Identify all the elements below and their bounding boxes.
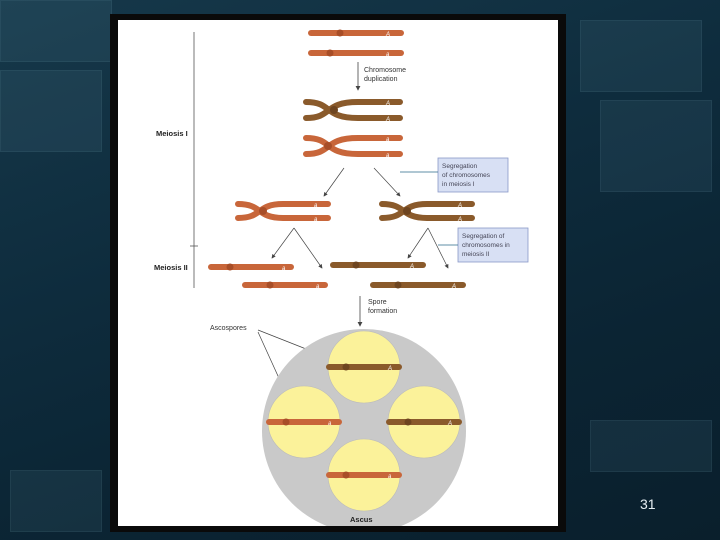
svg-text:A: A bbox=[451, 284, 456, 290]
svg-text:duplication: duplication bbox=[364, 76, 398, 83]
svg-text:Segregation of: Segregation of bbox=[462, 233, 504, 240]
meiosis-diagram: Meiosis I Meiosis II A a Chromosome dupl… bbox=[154, 29, 529, 533]
svg-text:a: a bbox=[386, 153, 390, 159]
svg-text:Segregation: Segregation bbox=[442, 163, 477, 170]
background-tile bbox=[590, 420, 712, 472]
svg-text:A: A bbox=[387, 366, 392, 372]
meiosis-2-label: Meiosis II bbox=[154, 263, 188, 272]
background-tile bbox=[0, 0, 112, 62]
ascospore-top: A bbox=[326, 330, 402, 404]
svg-text:formation: formation bbox=[368, 308, 397, 315]
ascospore-left: a bbox=[266, 385, 342, 459]
svg-text:A: A bbox=[457, 217, 462, 223]
svg-text:a: a bbox=[386, 137, 390, 143]
svg-text:a: a bbox=[316, 284, 320, 290]
svg-text:A: A bbox=[409, 264, 414, 270]
svg-text:of chromosomes: of chromosomes bbox=[442, 172, 491, 179]
svg-text:A: A bbox=[447, 421, 452, 427]
meiosis-2-products: a a A A bbox=[208, 261, 466, 290]
ascospore-right: A bbox=[386, 385, 462, 459]
svg-text:a: a bbox=[386, 52, 390, 58]
svg-text:A: A bbox=[385, 117, 390, 123]
meiosis-1-product-left: a a bbox=[235, 201, 331, 223]
ascus-label: Ascus bbox=[350, 515, 373, 524]
meiosis-figure: Meiosis I Meiosis II A a Chromosome dupl… bbox=[118, 20, 558, 533]
ascospores-label: Ascospores bbox=[210, 325, 247, 332]
svg-text:A: A bbox=[457, 203, 462, 209]
spore-formation-label: Spore bbox=[368, 299, 387, 306]
meiosis-1-label: Meiosis I bbox=[156, 129, 188, 138]
svg-text:A: A bbox=[385, 101, 390, 107]
chromosome-duplication-label: Chromosome bbox=[364, 67, 406, 74]
chromosome-pair-initial: A a bbox=[308, 29, 404, 58]
duplicated-chromosomes: A A a a bbox=[303, 99, 403, 159]
ascospore-bottom: a bbox=[326, 438, 402, 512]
meiosis-1-product-right: A A bbox=[379, 201, 475, 223]
background-tile bbox=[0, 70, 102, 152]
svg-text:chromosomes in: chromosomes in bbox=[462, 242, 510, 249]
segregation-meiosis-1-box bbox=[437, 157, 509, 193]
ascus bbox=[262, 329, 466, 533]
svg-text:a: a bbox=[314, 217, 318, 223]
svg-text:a: a bbox=[314, 203, 318, 209]
svg-text:A: A bbox=[385, 32, 390, 38]
slide-number: 31 bbox=[640, 496, 656, 512]
svg-text:in meiosis I: in meiosis I bbox=[442, 181, 475, 188]
background-tile bbox=[600, 100, 712, 192]
segregation-meiosis-2-box bbox=[457, 227, 529, 263]
background-tile bbox=[580, 20, 702, 92]
svg-text:a: a bbox=[388, 474, 392, 480]
figure-panel: Meiosis I Meiosis II A a Chromosome dupl… bbox=[110, 14, 566, 533]
svg-text:a: a bbox=[328, 421, 332, 427]
svg-text:meiosis II: meiosis II bbox=[462, 251, 490, 258]
svg-text:a: a bbox=[282, 266, 286, 272]
background-tile bbox=[10, 470, 102, 532]
